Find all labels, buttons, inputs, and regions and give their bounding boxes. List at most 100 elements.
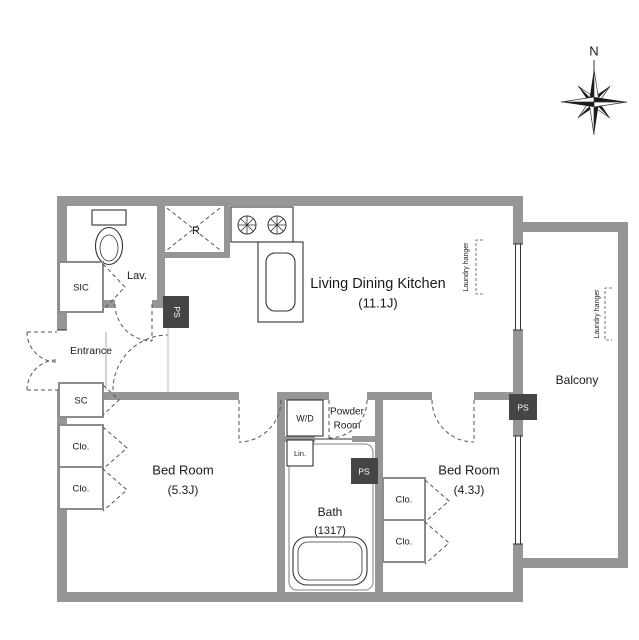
- refrigerator-label: R: [192, 225, 200, 237]
- linen-label: Lin.: [294, 449, 306, 458]
- bath-size-label: (1317): [314, 525, 346, 537]
- window-ldk: [513, 244, 523, 330]
- ldk-label: Living Dining Kitchen: [310, 276, 445, 292]
- kitchen-sink-icon: [265, 252, 296, 312]
- balcony-wall: [523, 222, 628, 232]
- lavatory-label: Lav.: [127, 270, 147, 282]
- balcony-wall: [523, 558, 628, 568]
- linen-box: [286, 439, 314, 467]
- bath-fixtures: [288, 438, 374, 591]
- ps-box: [163, 296, 189, 328]
- wall-segment: [367, 392, 432, 400]
- closet-label: Clo.: [73, 442, 90, 453]
- room-labels: Living Dining Kitchen (11.1J) Bed Room (…: [70, 225, 598, 537]
- bathtub-icon: [292, 536, 368, 586]
- doors-and-folds: [26, 207, 475, 565]
- pipe-spaces: PS PS PS: [163, 296, 537, 484]
- closet-box: [382, 519, 426, 563]
- compass-point: [561, 102, 594, 107]
- washer-dryer-box: [286, 399, 324, 437]
- wall-segment: [152, 300, 165, 308]
- sic-box: [58, 261, 104, 313]
- laundry-hanger-label: Laundry hanger: [463, 242, 470, 292]
- wall-segment: [285, 436, 315, 442]
- lavatory-door-swing: [114, 303, 153, 342]
- closet-box: [58, 424, 104, 468]
- wall-segment: [513, 544, 523, 602]
- ps-label: PS: [358, 466, 370, 476]
- ps-label: PS: [172, 306, 182, 318]
- bedroom1-label: Bed Room: [152, 462, 213, 477]
- sic-bifold: [102, 263, 126, 311]
- wall-segment: [277, 392, 285, 602]
- sc-box: [58, 382, 104, 418]
- sc-bifold: [102, 384, 120, 416]
- wall-segment: [474, 392, 523, 400]
- wall-segment: [165, 252, 230, 258]
- bathtub-icon: [297, 541, 363, 581]
- powder-room-label: Room: [334, 421, 361, 432]
- closet-box: [58, 466, 104, 510]
- wall-segment: [352, 436, 375, 442]
- compass-n-label: N: [589, 43, 598, 58]
- ps-box: [351, 458, 378, 484]
- lavatory-fixtures: [91, 209, 127, 266]
- wall-segment: [224, 206, 230, 258]
- window-ldk-lines: [513, 243, 523, 331]
- closet-label: Clo.: [73, 484, 90, 495]
- compass-point: [594, 97, 627, 102]
- balcony-wall: [618, 222, 628, 568]
- toilet-tank-icon: [91, 209, 127, 226]
- powder-door-swing: [328, 399, 368, 439]
- compass: N: [560, 43, 628, 136]
- bedroom2-door-swing: [431, 399, 475, 443]
- sic-label: SIC: [73, 283, 89, 294]
- storage: SIC SC Clo. Clo. Clo. Clo. W/D Lin.: [58, 261, 426, 563]
- laundry-hangers: Laundry hanger Laundry hanger: [463, 239, 612, 341]
- wall-segment: [157, 206, 165, 308]
- closet-bifold: [424, 479, 450, 565]
- laundry-hanger-bracket: [604, 287, 612, 341]
- window-bedroom2: [513, 436, 523, 544]
- stove-burner-icon: [268, 216, 286, 234]
- closet-label: Clo.: [396, 537, 413, 548]
- toilet-bowl-icon: [99, 234, 119, 262]
- window-bedroom2-lines: [513, 435, 523, 545]
- ldk-door-swing: [112, 334, 169, 391]
- balcony-label: Balcony: [556, 373, 599, 387]
- closet-bifold: [102, 426, 128, 512]
- compass-point: [560, 96, 595, 103]
- wall-segment: [513, 330, 523, 395]
- bedroom2-size-label: (4.3J): [454, 483, 485, 497]
- bedroom2-label: Bed Room: [438, 462, 499, 477]
- compass-point: [594, 102, 599, 135]
- kitchen: [230, 206, 304, 323]
- wall-segment: [57, 392, 239, 400]
- bath-unit-shell: [288, 443, 374, 591]
- closet-label: Clo.: [396, 495, 413, 506]
- washer-dryer-label: W/D: [296, 413, 314, 423]
- wall-segment: [513, 196, 523, 244]
- bedroom1-size-label: (5.3J): [168, 483, 199, 497]
- sc-label: SC: [74, 396, 87, 407]
- bath-label: Bath: [318, 505, 343, 519]
- wall-segment: [57, 592, 523, 602]
- bedroom1-door-swing: [238, 399, 282, 443]
- ps-box: [509, 394, 537, 420]
- powder-room-label: Powder: [330, 407, 365, 418]
- walls: [57, 196, 628, 602]
- entrance-label: Entrance: [70, 345, 112, 357]
- entrance-door-swing: [26, 359, 58, 391]
- wall-segment: [281, 392, 329, 400]
- stove: [230, 206, 294, 243]
- wall-segment: [375, 392, 383, 602]
- toilet-bowl-icon: [94, 226, 124, 266]
- wall-segment: [57, 196, 523, 206]
- compass-point: [589, 69, 594, 102]
- ps-label: PS: [517, 402, 529, 412]
- ldk-size-label: (11.1J): [358, 295, 398, 310]
- refrigerator-space-mark: [166, 207, 221, 251]
